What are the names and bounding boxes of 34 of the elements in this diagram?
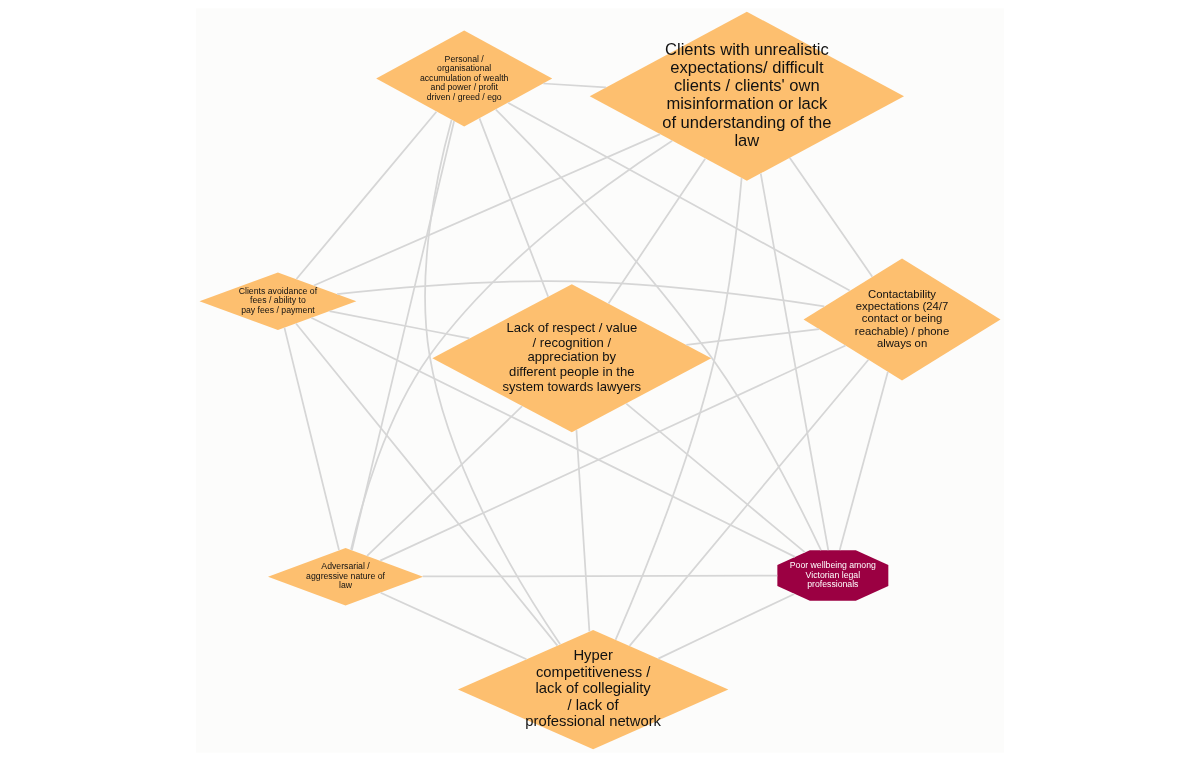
connector (506, 101, 850, 292)
connector (378, 344, 846, 562)
connector (379, 591, 527, 661)
connector (628, 358, 869, 647)
connector (575, 429, 590, 633)
connector (312, 133, 661, 287)
connector (838, 371, 889, 551)
connector (759, 172, 829, 551)
connector (494, 108, 822, 551)
connector (335, 280, 825, 308)
connector (624, 402, 806, 554)
connector (656, 593, 795, 660)
node-diamond: Adversarial / aggressive nature of law (267, 547, 423, 606)
node-diamond: Lack of respect / value / recognition / appreciation by different people in the system towards lawyers (431, 284, 711, 433)
connector (294, 322, 558, 647)
connector (614, 177, 742, 641)
connector (349, 139, 673, 551)
connector (421, 574, 778, 578)
connector (478, 117, 549, 298)
connector (310, 316, 796, 558)
node-diamond: Clients avoidance of fees / ability to pay fees / payment (199, 272, 356, 330)
connector (295, 110, 437, 280)
connector (328, 310, 470, 340)
connector (350, 120, 455, 551)
node-diamond: Personal / organisational accumulation of wealth and power / profit driven / greed / ego (375, 30, 552, 127)
node-diamond: Contactability expectations (24/7 contact or being reachable) / phone always on (803, 258, 1000, 381)
connector (788, 156, 873, 278)
connector (541, 82, 607, 89)
connector (684, 328, 820, 346)
connector (365, 405, 523, 557)
connector (423, 118, 561, 646)
connector (607, 157, 706, 305)
node-diamond: Hyper competitiveness / lack of collegiality / lack of professional network (457, 629, 728, 750)
connector (283, 326, 340, 551)
